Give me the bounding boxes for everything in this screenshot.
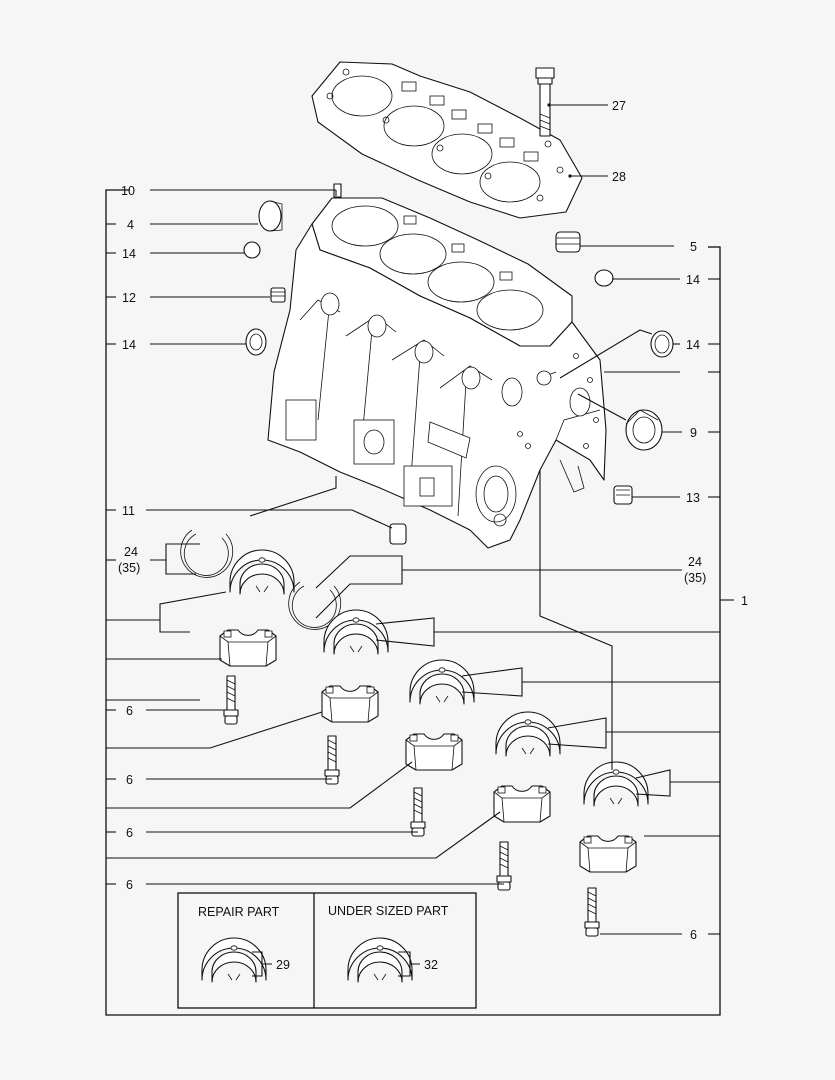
callout-6-c: 6 bbox=[126, 826, 133, 840]
undersized-bearing bbox=[347, 937, 413, 983]
bearing-cap-4 bbox=[493, 785, 551, 823]
head-gasket bbox=[311, 61, 583, 219]
callout-29: 29 bbox=[276, 958, 290, 972]
plug-5 bbox=[555, 231, 581, 253]
callout-10: 10 bbox=[121, 184, 135, 198]
bearing-cap-2 bbox=[321, 685, 379, 723]
head-bolt bbox=[535, 67, 555, 137]
main-bearing-4 bbox=[495, 711, 561, 757]
callout-9: 9 bbox=[690, 426, 697, 440]
main-bearing-3 bbox=[409, 659, 475, 705]
rear-oil-seal bbox=[625, 409, 663, 451]
plug-13 bbox=[613, 485, 633, 505]
callout-6-e: 6 bbox=[690, 928, 697, 942]
callout-14-c: 14 bbox=[686, 273, 700, 287]
callout-6-b: 6 bbox=[126, 773, 133, 787]
callout-24-left: 24 bbox=[124, 545, 138, 559]
leader-lines bbox=[106, 103, 720, 935]
cap-bolt-3 bbox=[410, 787, 426, 837]
callout-5: 5 bbox=[690, 240, 697, 254]
callout-11: 11 bbox=[122, 504, 135, 518]
callout-6-a: 6 bbox=[126, 704, 133, 718]
callout-13: 13 bbox=[686, 491, 700, 505]
cap-bolt-2 bbox=[324, 735, 340, 785]
callout-4: 4 bbox=[127, 218, 134, 232]
plug-small-1 bbox=[243, 241, 261, 259]
main-bearing-1 bbox=[229, 549, 295, 595]
callout-14-d: 14 bbox=[686, 338, 700, 352]
callout-12: 12 bbox=[122, 291, 136, 305]
callout-32: 32 bbox=[424, 958, 438, 972]
plug-14-left bbox=[245, 328, 267, 356]
thrust-ring-1 bbox=[180, 529, 234, 578]
cap-bolt-1 bbox=[223, 675, 239, 725]
callout-14-a: 14 bbox=[122, 247, 136, 261]
callout-24-right-alt: (35) bbox=[684, 571, 706, 585]
plug-14-right-mid bbox=[650, 330, 674, 358]
callout-27: 27 bbox=[612, 99, 626, 113]
bearing-cap-3 bbox=[405, 733, 463, 771]
plug-14-right-top bbox=[594, 269, 614, 287]
callout-1: 1 bbox=[741, 594, 748, 608]
callout-6-d: 6 bbox=[126, 878, 133, 892]
callout-28: 28 bbox=[612, 170, 626, 184]
callout-24-right: 24 bbox=[688, 555, 702, 569]
repair-bearing bbox=[201, 937, 267, 983]
callout-24-left-alt: (35) bbox=[118, 561, 140, 575]
main-bearing-5 bbox=[583, 761, 649, 807]
callout-labels: 27 28 10 4 14 12 14 11 24 (35) 6 6 6 6 5… bbox=[118, 99, 748, 942]
plug-threaded-12 bbox=[270, 287, 286, 303]
undersized-part-label: UNDER SIZED PART bbox=[328, 904, 449, 918]
plug-large bbox=[258, 200, 283, 232]
bearing-cap-1 bbox=[219, 629, 277, 667]
cylinder-block bbox=[267, 197, 607, 549]
callout-14-b: 14 bbox=[122, 338, 136, 352]
repair-part-label: REPAIR PART bbox=[198, 905, 280, 919]
spare-parts-inset: REPAIR PART UNDER SIZED PART 29 32 bbox=[177, 892, 477, 1009]
bearing-cap-5 bbox=[579, 835, 637, 873]
cap-bolt-5 bbox=[584, 887, 600, 937]
plug-11 bbox=[389, 523, 407, 545]
cap-bolt-4 bbox=[496, 841, 512, 891]
